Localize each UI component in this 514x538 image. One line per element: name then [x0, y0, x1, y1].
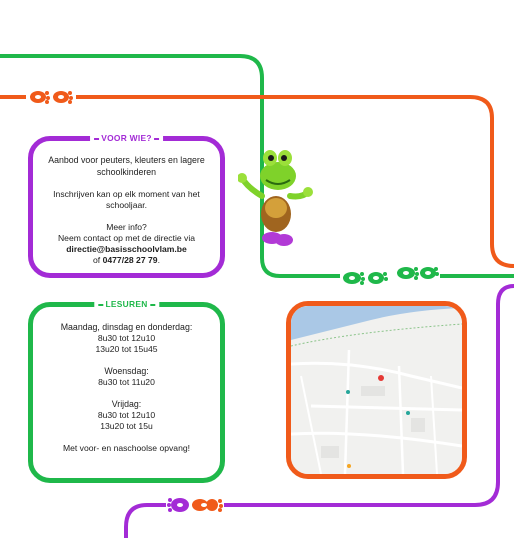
who-intro: Aanbod voor peuters, kleuters en lagere … — [48, 155, 205, 177]
hours-block1-days: Maandag, dinsdag en donderdag: — [60, 322, 193, 332]
who-enroll: Inschrijven kan op elk moment van het sc… — [53, 189, 200, 210]
hours-block2-days: Woensdag: — [104, 366, 149, 376]
who-phone-line: of 0477/28 27 79. — [93, 255, 160, 265]
hours-card-title: LESUREN — [93, 299, 160, 310]
who-more-info: Meer info? — [106, 222, 147, 232]
map-pin-icon[interactable] — [378, 375, 384, 381]
map-pin-icon[interactable] — [346, 390, 350, 394]
who-email-link[interactable]: directie@basisschoolvlam.be — [66, 244, 187, 254]
hours-block2-line1: 8u30 tot 11u20 — [98, 377, 155, 387]
hours-block1-line1: 8u30 tot 12u10 — [97, 333, 156, 343]
hours-card: LESUREN Maandag, dinsdag en donderdag: 8… — [28, 299, 225, 483]
hours-block3-days: Vrijdag: — [111, 399, 142, 409]
map-view[interactable] — [291, 306, 462, 474]
hours-care: Met voor- en naschoolse opvang! — [62, 443, 191, 453]
who-contact: Neem contact op met de directie via — [57, 233, 196, 243]
hours-block1-line2: 13u20 tot 15u45 — [95, 344, 158, 354]
map-pin-icon[interactable] — [406, 411, 410, 415]
hours-block3-line1: 8u30 tot 12u10 — [97, 410, 156, 420]
footprints-icon — [26, 86, 76, 108]
hours-block3-line2: 13u20 tot 15u — [100, 421, 153, 431]
frog-mascot-icon — [238, 150, 313, 246]
map-embed[interactable] — [286, 301, 467, 479]
footprints-icon — [340, 263, 440, 289]
who-card-title: VOOR WIE? — [89, 133, 164, 144]
who-card: VOOR WIE? Aanbod voor peuters, kleuters … — [28, 133, 225, 278]
who-phone-link[interactable]: 0477/28 27 79 — [102, 255, 158, 265]
map-pin-icon[interactable] — [347, 464, 351, 468]
footprints-icon — [166, 494, 224, 516]
